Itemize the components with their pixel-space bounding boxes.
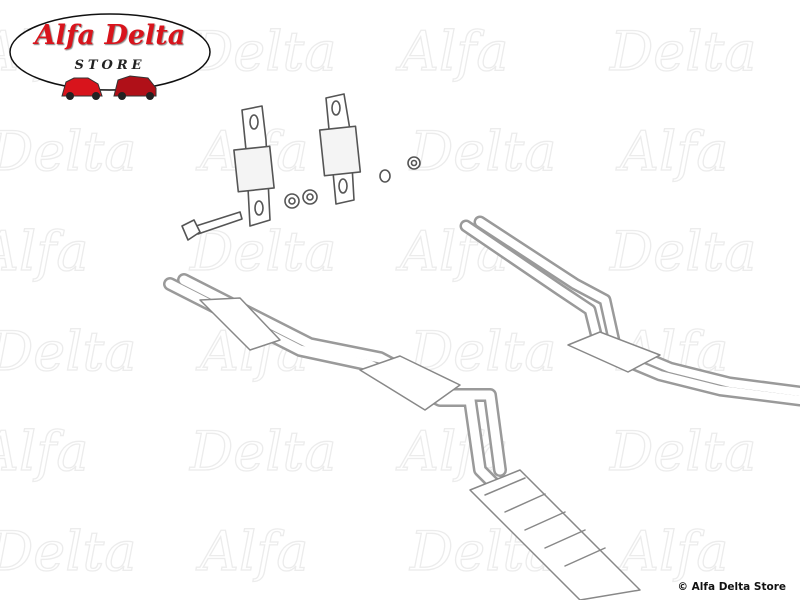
exhaust-system-left — [163, 273, 641, 600]
watermark-text: Delta — [0, 120, 136, 183]
washer — [379, 169, 391, 183]
store-logo[interactable]: Alfa Delta STORE — [8, 8, 212, 104]
watermark-text: Alfa — [0, 220, 88, 283]
watermark-text: Alfa — [615, 520, 728, 583]
watermark-text: Delta — [189, 20, 336, 83]
exhaust-system-right — [459, 215, 800, 407]
watermark-text: Delta — [609, 220, 756, 283]
watermark-text: Delta — [189, 220, 336, 283]
bolt — [181, 211, 243, 241]
silencer — [199, 297, 641, 600]
watermark-text: Alfa — [195, 520, 308, 583]
car-icon — [113, 75, 157, 100]
watermark-text: Delta — [0, 520, 136, 583]
watermark-text: Alfa — [0, 420, 88, 483]
watermark-text: Alfa — [395, 20, 508, 83]
logo-subtitle: STORE — [74, 58, 146, 73]
watermark-text: Delta — [0, 320, 136, 383]
rubber-hanger-right — [318, 93, 362, 205]
rubber-hanger-left — [233, 105, 275, 227]
logo-ellipse — [9, 13, 211, 100]
watermark-text: Delta — [609, 420, 756, 483]
silencer — [567, 331, 661, 373]
watermark-text: Delta — [409, 120, 556, 183]
copyright-notice: © Alfa Delta Store — [677, 581, 786, 593]
car-icon — [61, 77, 103, 100]
watermark-text: Delta — [189, 420, 336, 483]
watermark-text: Alfa — [615, 120, 728, 183]
watermark-text: Delta — [609, 20, 756, 83]
logo-title: Alfa Delta — [34, 20, 186, 51]
